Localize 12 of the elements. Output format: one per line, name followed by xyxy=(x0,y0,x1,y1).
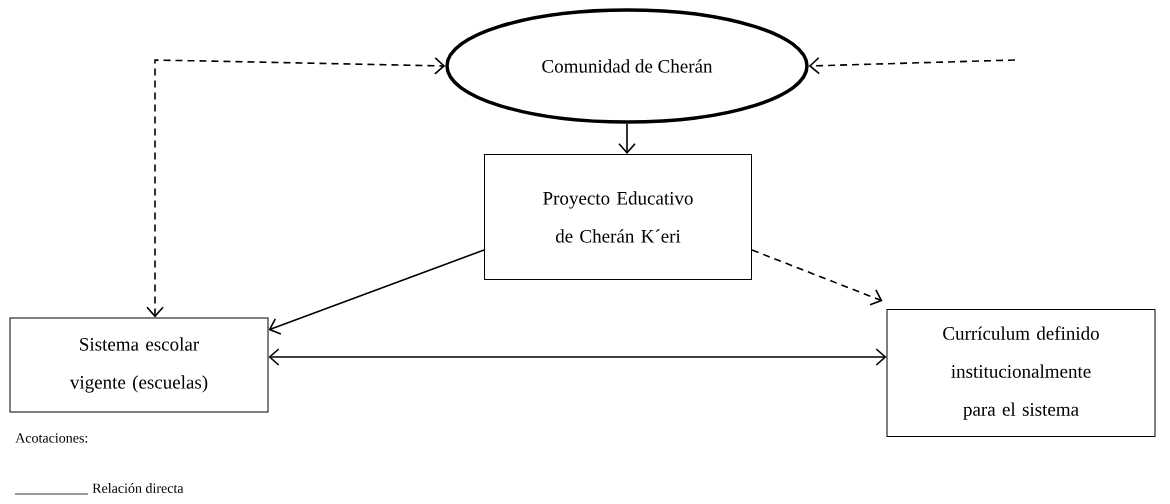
ellipse-node: Comunidad de Cherán xyxy=(445,8,809,124)
arrow xyxy=(268,249,485,335)
arrow xyxy=(618,122,636,154)
process-box: Sistema escolar vigente (escuelas) xyxy=(9,317,269,413)
process-box: Proyecto Educativo de Cherán K´eri xyxy=(484,154,752,280)
arrow xyxy=(268,348,887,366)
arrow xyxy=(751,249,883,306)
legend-text: Relación directa xyxy=(92,483,184,493)
arrow xyxy=(146,57,446,318)
arrow xyxy=(808,56,1016,75)
note-text: Acotaciones: xyxy=(15,433,88,443)
process-box: Currículum definido institucionalmente para el sistema xyxy=(886,309,1156,437)
